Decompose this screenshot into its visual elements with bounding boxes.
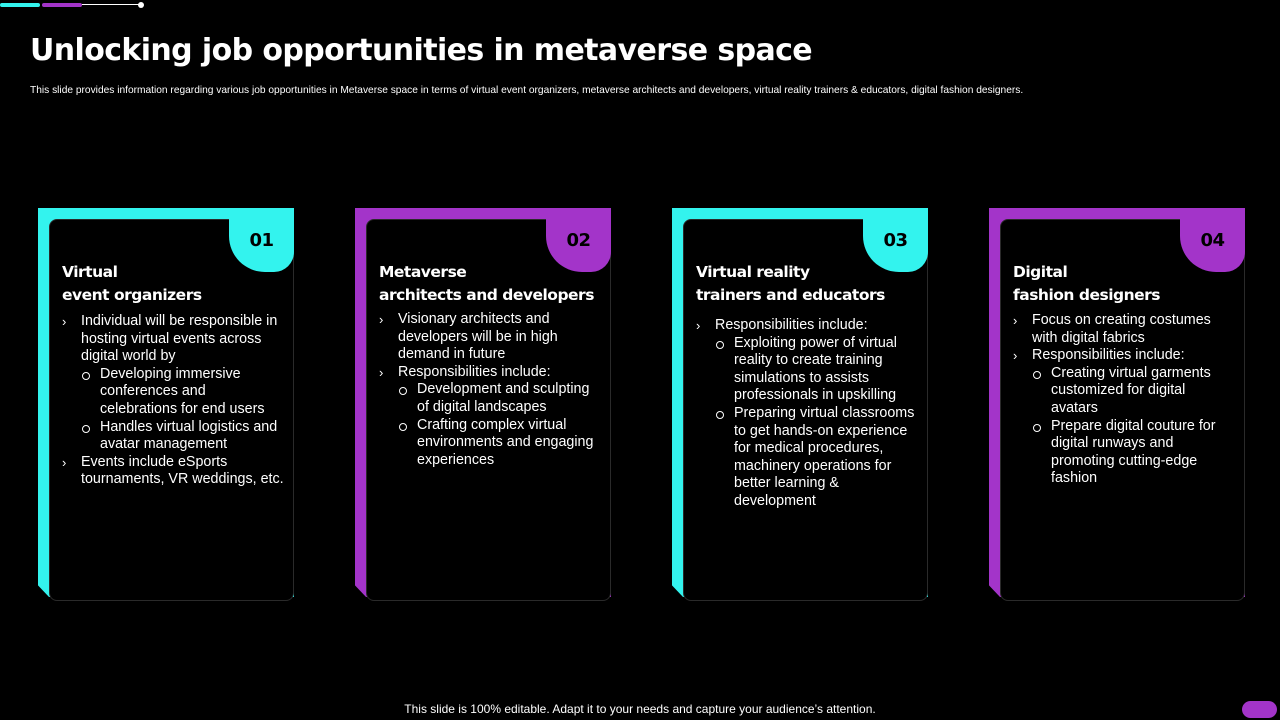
sub-list-item: Development and sculpting of digital lan…: [398, 381, 601, 416]
card-body: › Visionary architects and developers wil…: [379, 311, 601, 469]
circle-bullet-icon: [82, 371, 90, 380]
decor-line: [82, 4, 140, 5]
decor-dot: [138, 2, 144, 8]
bullet-text: Responsibilities include:: [715, 317, 868, 333]
sub-bullet-list: Creating virtual garments customized for…: [1032, 365, 1235, 488]
chevron-right-icon: ›: [379, 312, 384, 327]
chevron-right-icon: ›: [1013, 313, 1018, 328]
card-title-line: fashion designers: [1013, 286, 1161, 304]
sub-list-item: Exploiting power of virtual reality to c…: [715, 335, 918, 405]
sub-bullet-list: Developing immersive conferences and cel…: [81, 366, 284, 454]
sub-bullet-text: Development and sculpting of digital lan…: [417, 381, 590, 415]
list-item: › Visionary architects and developers wil…: [379, 311, 601, 364]
circle-bullet-icon: [716, 410, 724, 419]
sub-list-item: Preparing virtual classrooms to get hand…: [715, 405, 918, 511]
card-number-badge: 04: [1180, 208, 1245, 272]
list-item: › Responsibilities include:Creating virtu…: [1013, 347, 1235, 488]
circle-bullet-icon: [1033, 423, 1041, 432]
sub-list-item: Developing immersive conferences and cel…: [81, 366, 284, 419]
chevron-right-icon: ›: [1013, 348, 1018, 364]
list-item: › Focus on creating costumes with digital…: [1013, 312, 1235, 347]
sub-bullet-text: Developing immersive conferences and cel…: [100, 365, 265, 417]
circle-bullet-icon: [716, 340, 724, 349]
bullet-text: Events include eSports tournaments, VR w…: [81, 453, 284, 488]
card-body: › Focus on creating costumes with digital…: [1013, 312, 1235, 488]
card-number-badge: 03: [863, 208, 928, 272]
circle-bullet-icon: [399, 387, 407, 396]
bullet-text: Visionary architects and developers will…: [398, 311, 558, 363]
circle-bullet-icon: [82, 424, 90, 433]
card-title-line: Virtual reality: [696, 263, 810, 281]
card-title-line: Digital: [1013, 263, 1068, 281]
sub-bullet-text: Handles virtual logistics and avatar man…: [100, 418, 278, 453]
sub-bullet-text: Crafting complex virtual environments an…: [417, 416, 594, 468]
card-body: › Responsibilities include:Exploiting pow…: [696, 317, 918, 511]
card-title-line: Virtual: [62, 263, 118, 281]
bullet-list: › Individual will be responsible in hosti…: [62, 313, 284, 489]
card-title: Metaverse architects and developers: [379, 261, 599, 307]
decor-pill: [1242, 701, 1277, 718]
bullet-list: › Focus on creating costumes with digital…: [1013, 312, 1235, 488]
footer-note: This slide is 100% editable. Adapt it to…: [404, 702, 876, 716]
card-title: Virtual event organizers: [62, 261, 282, 307]
card-panel: [49, 219, 294, 601]
card-title-line: trainers and educators: [696, 286, 885, 304]
card-title: Digital fashion designers: [1013, 261, 1233, 307]
bullet-text: Responsibilities include:: [398, 363, 551, 380]
sub-list-item: Prepare digital couture for digital runw…: [1032, 418, 1235, 488]
card-number-badge: 02: [546, 208, 611, 272]
card-title-line: Metaverse: [379, 263, 467, 281]
card-title-line: architects and developers: [379, 286, 594, 304]
sub-bullet-text: Prepare digital couture for digital runw…: [1051, 417, 1216, 487]
sub-list-item: Crafting complex virtual environments an…: [398, 417, 601, 470]
bullet-text: Individual will be responsible in hostin…: [81, 313, 278, 365]
decor-bar-cyan: [0, 3, 40, 7]
circle-bullet-icon: [1033, 370, 1041, 379]
chevron-right-icon: ›: [62, 454, 67, 470]
card-title: Virtual reality trainers and educators: [696, 261, 916, 307]
slide-title: Unlocking job opportunities in metaverse…: [30, 33, 813, 68]
card-panel: [683, 219, 928, 601]
sub-bullet-text: Creating virtual garments customized for…: [1051, 364, 1211, 416]
chevron-right-icon: ›: [62, 314, 67, 329]
sub-bullet-list: Development and sculpting of digital lan…: [398, 381, 601, 469]
bullet-list: › Responsibilities include:Exploiting pow…: [696, 317, 918, 511]
list-item: › Responsibilities include:Exploiting pow…: [696, 317, 918, 511]
slide-subtitle: This slide provides information regardin…: [30, 85, 1024, 96]
sub-bullet-list: Exploiting power of virtual reality to c…: [715, 335, 918, 511]
card-panel: [1000, 219, 1245, 601]
sub-bullet-text: Preparing virtual classrooms to get hand…: [734, 404, 915, 509]
chevron-right-icon: ›: [379, 364, 384, 380]
card-panel: [366, 219, 611, 601]
decor-bar-purple: [42, 3, 82, 7]
list-item: › Events include eSports tournaments, VR …: [62, 454, 284, 489]
card-title-line: event organizers: [62, 286, 202, 304]
sub-bullet-text: Exploiting power of virtual reality to c…: [734, 334, 897, 404]
sub-list-item: Creating virtual garments customized for…: [1032, 365, 1235, 418]
bullet-text: Responsibilities include:: [1032, 347, 1185, 364]
card-number-badge: 01: [229, 208, 294, 272]
bullet-list: › Visionary architects and developers wil…: [379, 311, 601, 469]
circle-bullet-icon: [399, 422, 407, 431]
sub-list-item: Handles virtual logistics and avatar man…: [81, 419, 284, 454]
bullet-text: Focus on creating costumes with digital …: [1032, 312, 1211, 346]
list-item: › Responsibilities include:Development an…: [379, 364, 601, 470]
chevron-right-icon: ›: [696, 318, 701, 333]
list-item: › Individual will be responsible in hosti…: [62, 313, 284, 454]
card-body: › Individual will be responsible in hosti…: [62, 313, 284, 489]
